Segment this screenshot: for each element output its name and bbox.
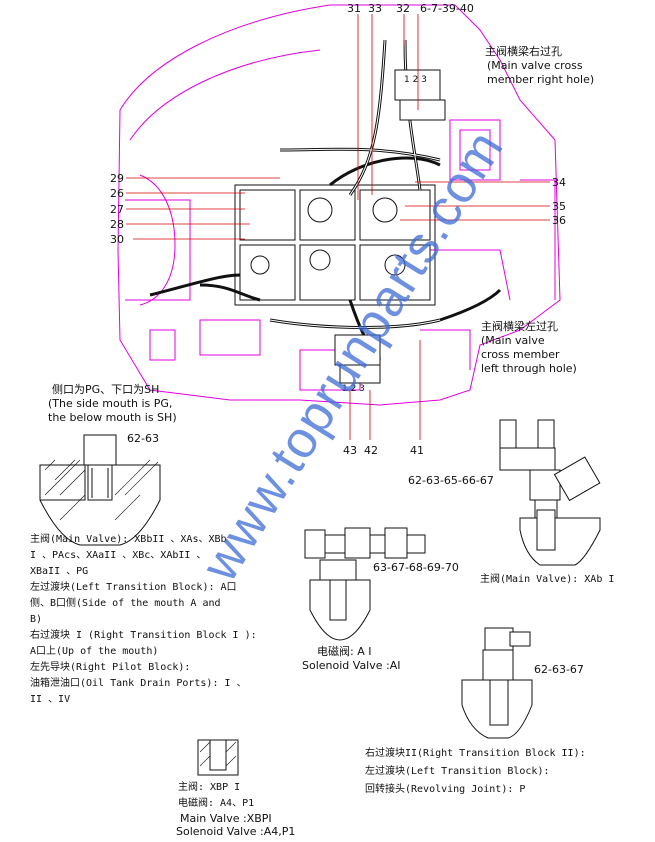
fitting-label-62-63-65-66-67: 62-63-65-66-67	[408, 474, 494, 487]
right-block-two-line-1: 右过渡块II(Right Transition Block II):	[365, 748, 586, 759]
right-hole-en2: member right hole)	[487, 73, 595, 86]
callout-41: 41	[410, 444, 424, 457]
main-valve-line-10: 油箱泄油口(Oil Tank Drain Ports): I 、	[30, 678, 247, 689]
main-valve-line-6: B)	[30, 614, 43, 625]
main-valve-line-4: 左过渡块(Left Transition Block): A口	[30, 582, 237, 593]
callout-27: 27	[110, 203, 124, 216]
callout-6-7-39-40: 6-7-39-40	[420, 2, 474, 15]
left-hole-en1: (Main valve	[481, 334, 545, 347]
main-valve-xab-label: 主阀(Main Valve): XAb I	[480, 574, 615, 585]
solenoid-ai-en: Solenoid Valve :AI	[302, 659, 401, 672]
callout-28: 28	[110, 218, 124, 231]
callout-30: 30	[110, 233, 124, 246]
main-valve-line-3: XBaII 、PG	[30, 566, 89, 577]
side-mouth-en2: the below mouth is SH)	[48, 411, 177, 424]
manifold-bottom	[334, 334, 381, 384]
main-valve-line-11: II 、IV	[30, 694, 71, 705]
main-valve-line-2: I 、PAcs、XAaII 、XBc、XAbII 、	[30, 550, 207, 561]
callout-42: 42	[364, 444, 378, 457]
xbp-block-section	[197, 739, 239, 776]
main-valve-line-8: A口上(Up of the mouth)	[30, 646, 159, 657]
callout-36: 36	[552, 214, 566, 227]
right-block-two-line-3: 回转接头(Revolving Joint): P	[365, 784, 526, 795]
main-valve-line-1: 主阀(Main Valve): XBbII 、XAs、XBb	[30, 534, 227, 545]
main-valve-line-5: 侧、B口侧(Side of the mouth A and	[30, 598, 221, 609]
fitting-label-62-63: 62-63	[127, 432, 159, 445]
main-valve-line-7: 右过渡块 I (Right Transition Block I ):	[30, 630, 257, 641]
solenoid-ai-zh: 电磁阀: A I	[317, 645, 372, 658]
main-frame-outline	[117, 4, 561, 406]
fitting-62-63	[39, 434, 161, 546]
side-mouth-zh: 侧口为PG、下口为SH	[52, 383, 160, 396]
xbp-line-3: Main Valve :XBPI	[180, 812, 272, 825]
right-hole-en1: (Main valve cross	[487, 59, 583, 72]
callout-34: 34	[552, 176, 566, 189]
callout-29: 29	[110, 172, 124, 185]
callout-35: 35	[552, 200, 566, 213]
fitting-62-63-65-66-67	[499, 419, 601, 566]
callout-31: 31	[347, 2, 361, 15]
fitting-label-62-63-67: 62-63-67	[534, 663, 584, 676]
xbp-line-2: 电磁阀: A4、P1	[178, 798, 255, 809]
callout-43: 43	[343, 444, 357, 457]
left-hole-en3: left through hole)	[481, 362, 577, 375]
right-hole-zh: 主阀横梁右过孔	[485, 45, 562, 58]
fitting-label-63-67-68-69-70: 63-67-68-69-70	[373, 561, 459, 574]
callout-32: 32	[396, 2, 410, 15]
xbp-line-4: Solenoid Valve :A4,P1	[176, 825, 296, 838]
left-hole-en2: cross member	[481, 348, 560, 361]
fitting-63-67-68-69-70	[304, 527, 426, 641]
side-mouth-en1: (The side mouth is PG,	[48, 397, 173, 410]
xbp-line-1: 主阀: XBP I	[178, 782, 241, 793]
port-block-top: 1 2 3	[404, 75, 427, 85]
fitting-62-63-67	[461, 627, 533, 739]
leader-lines	[126, 14, 550, 440]
port-block-bottom: 1 2 3	[342, 384, 365, 394]
main-valve-description: 主阀(Main Valve): XBbII 、XAs、XBb I 、PAcs、X…	[30, 532, 257, 708]
left-hole-zh: 主阀横梁左过孔	[481, 320, 558, 333]
valve-body	[234, 184, 436, 306]
callout-26: 26	[110, 187, 124, 200]
main-valve-line-9: 左先导块(Right Pilot Block):	[30, 662, 191, 673]
callout-33: 33	[368, 2, 382, 15]
manifold-top	[394, 69, 446, 121]
right-block-two-line-2: 左过渡块(Left Transition Block):	[365, 766, 550, 777]
